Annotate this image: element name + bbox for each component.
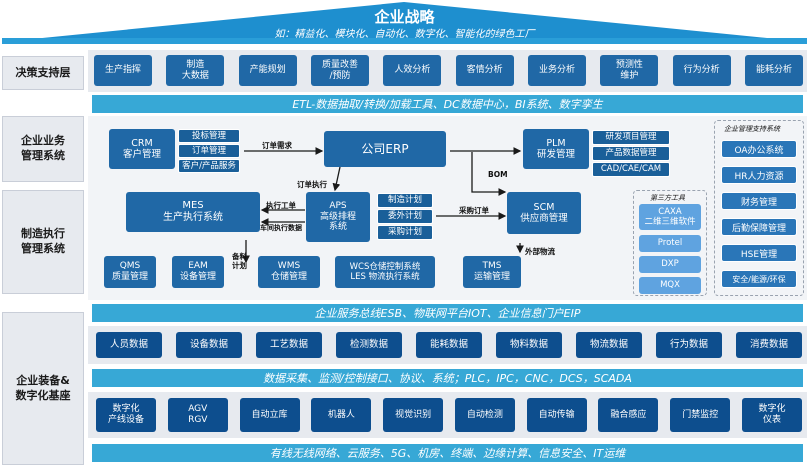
decision-item[interactable]: 业务分析 (528, 55, 586, 86)
layer-business: 企业业务 管理系统 (2, 116, 84, 182)
erp-box[interactable]: 公司ERP (324, 131, 446, 167)
etl-strip: ETL-数据抽取/转换/加载工具、DC数据中心，BI系统、数字孪生 (92, 95, 803, 113)
data-item[interactable]: 能耗数据 (416, 332, 482, 358)
layer-execution: 制造执行 管理系统 (2, 190, 84, 294)
decision-item[interactable]: 能耗分析 (745, 55, 803, 86)
third-party-group (633, 190, 707, 296)
third-party-item[interactable]: CAXA 二维三维软件 (639, 204, 701, 230)
crm-subsystem-item[interactable]: 投标管理 (178, 129, 240, 143)
data-item[interactable]: 检测数据 (336, 332, 402, 358)
qms-box[interactable]: QMS 质量管理 (104, 256, 156, 288)
mgmt-support-item[interactable]: OA办公系统 (721, 140, 797, 158)
equipment-item[interactable]: 自动检测 (454, 398, 515, 432)
label-bom: BOM (488, 170, 508, 179)
label-order-exec: 订单执行 (297, 180, 327, 189)
label-external-logistics: 外部物流 (525, 247, 555, 256)
esb-strip: 企业服务总线ESB、物联网平台IOT、企业信息门户EIP (92, 304, 803, 322)
equipment-item[interactable]: AGV RGV (167, 398, 228, 432)
decision-item[interactable]: 人效分析 (383, 55, 442, 86)
network-strip: 有线无线网络、云服务、5G、机房、终端、边缘计算、信息安全、IT运维 (92, 444, 803, 462)
aps-box[interactable]: APS 高级排程 系统 (306, 192, 370, 242)
wms-box[interactable]: WMS 仓储管理 (258, 256, 320, 288)
aps-subsystem-item[interactable]: 制造计划 (377, 193, 433, 208)
data-item[interactable]: 物流数据 (576, 332, 642, 358)
decision-item[interactable]: 生产指挥 (94, 55, 152, 86)
mgmt-support-item[interactable]: HR人力资源 (721, 166, 797, 184)
decision-item[interactable]: 制造 大数据 (166, 55, 225, 86)
equipment-item[interactable]: 数字化 产线设备 (96, 398, 156, 432)
data-item[interactable]: 设备数据 (176, 332, 242, 358)
label-purchase-order: 采购订单 (459, 206, 489, 215)
label-prep-plan: 备料 计划 (232, 252, 247, 270)
mgmt-support-item[interactable]: HSE管理 (721, 244, 797, 262)
crm-subsystem-item[interactable]: 订单管理 (178, 144, 240, 158)
mgmt-support-group (714, 120, 804, 296)
plm-subsystem-item[interactable]: 研发项目管理 (592, 130, 670, 145)
third-party-item[interactable]: MQX (639, 277, 701, 294)
equipment-item[interactable]: 门禁监控 (670, 398, 731, 432)
strategy-title: 企业战略 (374, 8, 435, 26)
layer-decision: 决策支持层 (2, 56, 84, 90)
decision-item[interactable]: 质量改善 /预防 (311, 55, 369, 86)
mes-box[interactable]: MES 生产执行系统 (126, 192, 260, 232)
label-exec-order: 执行工单 (266, 201, 296, 210)
wcs-les-box[interactable]: WCS仓储控制系统 LES 物流执行系统 (335, 256, 435, 288)
mgmt-support-item[interactable]: 财务管理 (721, 192, 797, 210)
label-workshop-data: 车间执行数据 (260, 224, 302, 232)
equipment-item[interactable]: 自动传输 (526, 398, 587, 432)
scm-box[interactable]: SCM 供应商管理 (507, 192, 581, 234)
third-party-item[interactable]: Protel (639, 235, 701, 252)
equipment-item[interactable]: 融合感应 (598, 398, 659, 432)
data-item[interactable]: 行为数据 (656, 332, 722, 358)
data-item[interactable]: 人员数据 (96, 332, 162, 358)
third-party-title: 第三方工具 (650, 194, 685, 202)
decision-item[interactable]: 预测性 维护 (600, 55, 659, 86)
layer-infra: 企业装备& 数字化基座 (2, 312, 84, 465)
mgmt-support-item[interactable]: 安全/能源/环保 (721, 270, 797, 288)
data-item[interactable]: 消费数据 (736, 332, 802, 358)
strategy-roof (2, 2, 807, 44)
aps-subsystem-item[interactable]: 委外计划 (377, 209, 433, 224)
decision-item[interactable]: 产能规划 (238, 55, 297, 86)
strategy-subtitle: 如：精益化、模块化、自动化、数字化、智能化的绿色工厂 (274, 29, 535, 40)
data-item[interactable]: 工艺数据 (256, 332, 322, 358)
decision-item[interactable]: 行为分析 (672, 55, 731, 86)
third-party-item[interactable]: DXP (639, 256, 701, 273)
collect-strip: 数据采集、监测/控制接口、协议、系统；PLC，IPC，CNC，DCS，SCADA (92, 369, 803, 387)
equipment-item[interactable]: 机器人 (311, 398, 372, 432)
data-item[interactable]: 物料数据 (496, 332, 562, 358)
crm-subsystem-item[interactable]: 客户/产品服务 (178, 159, 240, 173)
aps-subsystem-item[interactable]: 采购计划 (377, 225, 433, 240)
equipment-item[interactable]: 自动立库 (239, 398, 300, 432)
equipment-item[interactable]: 数字化 仪表 (742, 398, 802, 432)
equipment-item[interactable]: 视觉识别 (383, 398, 444, 432)
mgmt-support-item[interactable]: 后勤保障管理 (721, 218, 797, 236)
decision-item[interactable]: 客情分析 (455, 55, 514, 86)
tms-box[interactable]: TMS 运输管理 (463, 256, 521, 288)
mgmt-support-title: 企业管理支持系统 (724, 125, 780, 133)
eam-box[interactable]: EAM 设备管理 (172, 256, 224, 288)
crm-box[interactable]: CRM 客户管理 (109, 129, 175, 169)
label-order-demand: 订单需求 (262, 141, 292, 150)
plm-subsystem-item[interactable]: CAD/CAE/CAM (592, 162, 670, 177)
plm-subsystem-item[interactable]: 产品数据管理 (592, 146, 670, 161)
plm-box[interactable]: PLM 研发管理 (523, 129, 589, 169)
